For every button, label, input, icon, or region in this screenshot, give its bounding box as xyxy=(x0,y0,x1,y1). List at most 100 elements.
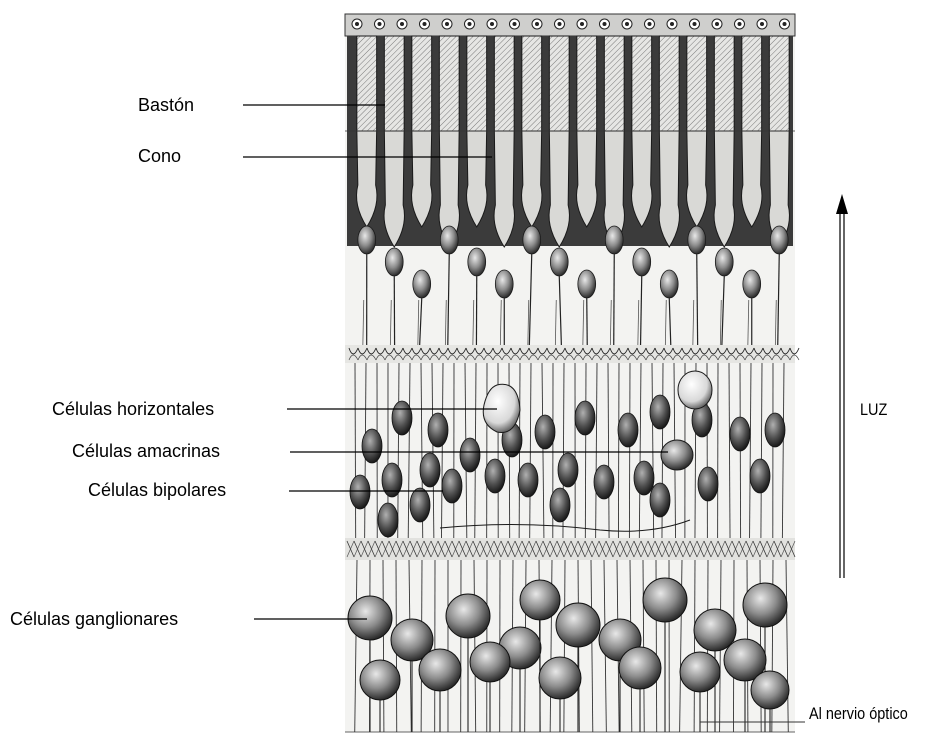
photoreceptor-nucleus xyxy=(550,248,568,276)
arrow-head-icon xyxy=(836,194,848,214)
rod-outer-segment xyxy=(714,36,734,131)
light-direction-arrow xyxy=(836,194,848,578)
bipolar-cell xyxy=(634,461,654,495)
pigment-nucleus xyxy=(783,22,787,26)
photoreceptor-nucleus xyxy=(770,226,788,254)
bipolar-cell xyxy=(378,503,398,537)
cone-inner-segment xyxy=(494,131,514,247)
rod-outer-segment xyxy=(522,36,542,131)
pigment-nucleus xyxy=(490,22,494,26)
bipolar-cell xyxy=(392,401,412,435)
pigment-nucleus xyxy=(445,22,449,26)
ipl-band xyxy=(345,538,795,560)
rod-outer-segment xyxy=(687,36,707,131)
bipolar-cell xyxy=(558,453,578,487)
ganglion-cell xyxy=(619,647,661,689)
photoreceptor-nucleus xyxy=(743,270,761,298)
pigment-nucleus xyxy=(558,22,562,26)
bipolar-cell xyxy=(362,429,382,463)
pigment-nucleus xyxy=(513,22,517,26)
ganglion-cell xyxy=(743,583,787,627)
pigment-nucleus xyxy=(468,22,472,26)
pigment-nucleus xyxy=(693,22,697,26)
bipolar-cell xyxy=(350,475,370,509)
cone-inner-segment xyxy=(412,131,432,227)
ganglion-cell xyxy=(694,609,736,651)
ganglion-cell xyxy=(539,657,581,699)
rod-outer-segment xyxy=(467,36,487,131)
photoreceptor-nucleus xyxy=(578,270,596,298)
bipolar-cell xyxy=(594,465,614,499)
bipolar-cell xyxy=(382,463,402,497)
ganglion-cell xyxy=(470,642,510,682)
photoreceptor-nucleus xyxy=(495,270,513,298)
pigment-nucleus xyxy=(738,22,742,26)
bipolar-cell xyxy=(750,459,770,493)
ganglion-cell xyxy=(643,578,687,622)
pigment-nucleus xyxy=(603,22,607,26)
cone-inner-segment xyxy=(659,131,679,247)
bipolar-cell xyxy=(765,413,785,447)
pigment-nucleus xyxy=(355,22,359,26)
label-celulas-ganglionares: Células ganglionares xyxy=(10,609,178,629)
cone-inner-segment xyxy=(577,131,597,227)
bipolar-cell xyxy=(420,453,440,487)
rod-outer-segment xyxy=(632,36,652,131)
rod-inner-segment xyxy=(384,131,404,247)
amacrine-cell xyxy=(661,440,693,470)
photoreceptor-nucleus xyxy=(468,248,486,276)
ganglion-cell xyxy=(348,596,392,640)
photoreceptor-nucleus xyxy=(413,270,431,298)
pigment-nucleus xyxy=(400,22,404,26)
cone-outer-segment xyxy=(577,36,597,131)
bipolar-cell xyxy=(550,488,570,522)
horizontal-cell xyxy=(678,371,712,409)
pigment-epithelium xyxy=(345,14,795,36)
bipolar-cell xyxy=(698,467,718,501)
photoreceptor-nucleus xyxy=(715,248,733,276)
rod-inner-segment xyxy=(522,131,542,227)
pigment-nucleus xyxy=(535,22,539,26)
cone-outer-segment xyxy=(494,36,514,131)
photoreceptor-nucleus xyxy=(633,248,651,276)
label-al-nervio-optico: Al nervio óptico xyxy=(809,704,908,724)
cone-outer-segment xyxy=(742,36,762,131)
rod-inner-segment xyxy=(632,131,652,227)
bipolar-fiber xyxy=(740,363,741,540)
ganglion-cell xyxy=(446,594,490,638)
ganglion-cell xyxy=(419,649,461,691)
photoreceptor-nucleus xyxy=(660,270,678,298)
rod-inner-segment xyxy=(714,131,734,247)
bipolar-cell xyxy=(730,417,750,451)
bipolar-cell xyxy=(460,438,480,472)
photoreceptor-nucleus xyxy=(523,226,541,254)
bipolar-cell xyxy=(575,401,595,435)
photoreceptor-axon xyxy=(614,254,615,350)
bipolar-cell xyxy=(428,413,448,447)
label-celulas-amacrinas: Células amacrinas xyxy=(72,441,220,461)
rod-inner-segment xyxy=(357,131,377,227)
bipolar-cell xyxy=(618,413,638,447)
cone-outer-segment xyxy=(412,36,432,131)
pigment-nucleus xyxy=(423,22,427,26)
photoreceptor-nucleus xyxy=(440,226,458,254)
cone-outer-segment xyxy=(659,36,679,131)
outer-plexiform-layer xyxy=(345,345,799,363)
pigment-nucleus xyxy=(625,22,629,26)
label-luz: LUZ xyxy=(860,400,887,420)
label-celulas-horizontales: Células horizontales xyxy=(52,399,214,419)
bipolar-cell xyxy=(442,469,462,503)
bipolar-cell xyxy=(410,488,430,522)
photoreceptor-nucleus xyxy=(605,226,623,254)
rod-outer-segment xyxy=(439,36,459,131)
rod-inner-segment xyxy=(549,131,569,247)
photoreceptor-nucleus xyxy=(385,248,403,276)
label-cono: Cono xyxy=(138,146,181,166)
pigment-nucleus xyxy=(378,22,382,26)
photoreceptor-axon xyxy=(587,298,588,350)
rod-outer-segment xyxy=(357,36,377,131)
pigment-nucleus xyxy=(580,22,584,26)
pigment-nucleus xyxy=(715,22,719,26)
ganglion-cell xyxy=(360,660,400,700)
